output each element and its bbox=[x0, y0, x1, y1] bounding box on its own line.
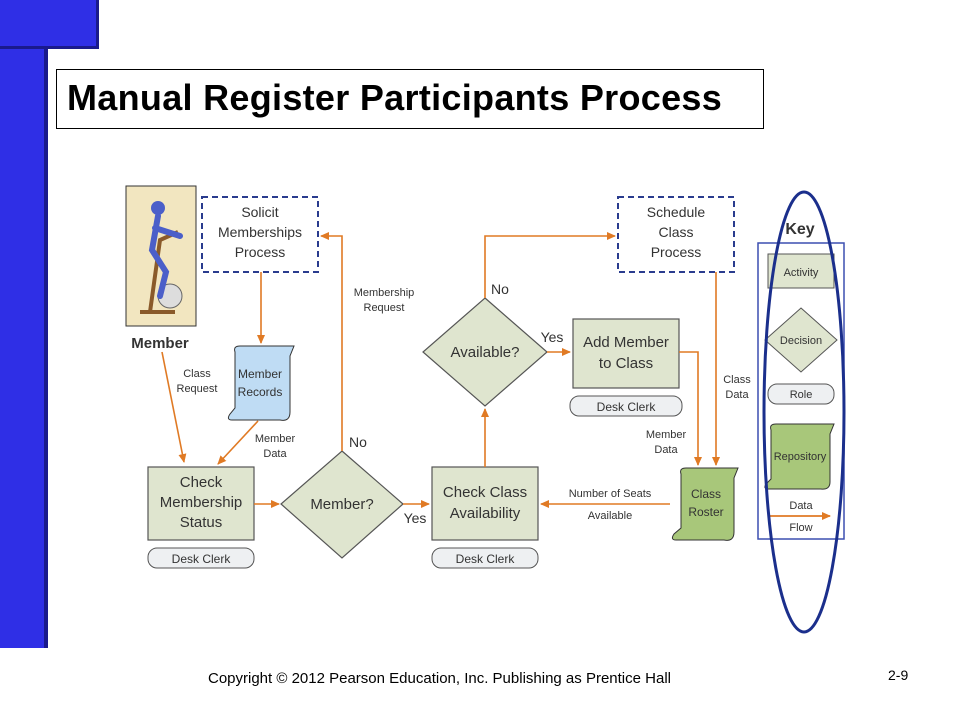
desk-clerk-role-badge bbox=[569, 395, 683, 417]
flow-available-no bbox=[484, 232, 616, 298]
schedule-class-process: Schedule Class Process bbox=[617, 196, 735, 273]
svg-text:Check: Check bbox=[180, 474, 223, 491]
check-class-availability-activity: Check Class Availability Desk Clerk bbox=[431, 466, 539, 569]
svg-text:Add Member: Add Member bbox=[583, 334, 669, 351]
member-records-repository: Member Records bbox=[227, 345, 295, 421]
svg-text:Yes: Yes bbox=[404, 510, 427, 526]
svg-text:Member: Member bbox=[238, 367, 282, 381]
svg-text:Roster: Roster bbox=[688, 505, 723, 519]
svg-text:Repository: Repository bbox=[774, 451, 827, 463]
legend-activity bbox=[767, 253, 835, 289]
svg-text:Data: Data bbox=[654, 444, 678, 456]
svg-text:No: No bbox=[491, 281, 509, 297]
svg-text:Member?: Member? bbox=[310, 496, 373, 513]
page-title: Manual Register Participants Process bbox=[67, 77, 723, 118]
member-decision: Member? bbox=[280, 450, 404, 559]
svg-text:Activity: Activity bbox=[784, 267, 819, 279]
solicit-memberships-process: Solicit Memberships Process bbox=[201, 196, 319, 273]
svg-text:No: No bbox=[349, 434, 367, 450]
svg-text:Membership: Membership bbox=[354, 287, 415, 299]
svg-text:Data: Data bbox=[725, 389, 749, 401]
legend-decision bbox=[764, 307, 838, 373]
svg-text:Key: Key bbox=[785, 221, 814, 238]
title-box: Manual Register Participants Process bbox=[56, 69, 764, 129]
svg-text:Status: Status bbox=[180, 514, 223, 531]
svg-text:Desk Clerk: Desk Clerk bbox=[172, 552, 232, 566]
svg-text:Records: Records bbox=[238, 385, 283, 399]
flow-member-data-to-roster bbox=[679, 351, 702, 466]
svg-text:Solicit: Solicit bbox=[241, 204, 278, 220]
svg-text:Check Class: Check Class bbox=[443, 484, 527, 501]
svg-text:Available?: Available? bbox=[451, 344, 520, 361]
svg-text:Member: Member bbox=[646, 429, 687, 441]
svg-text:Request: Request bbox=[177, 383, 218, 395]
svg-text:Desk Clerk: Desk Clerk bbox=[456, 552, 516, 566]
svg-text:Member: Member bbox=[255, 433, 296, 445]
svg-text:Schedule: Schedule bbox=[647, 204, 706, 220]
slide-accent-bar-horizontal bbox=[0, 0, 99, 49]
svg-text:Flow: Flow bbox=[789, 522, 812, 534]
legend-key: Key Activity Decision Role Repository Da… bbox=[757, 190, 846, 634]
member-role: Member bbox=[125, 185, 197, 352]
svg-text:Role: Role bbox=[790, 389, 813, 401]
svg-text:Data: Data bbox=[789, 500, 813, 512]
legend-role bbox=[767, 383, 835, 405]
flow-member-data bbox=[217, 420, 259, 465]
svg-text:Memberships: Memberships bbox=[218, 224, 302, 240]
svg-text:Availability: Availability bbox=[450, 505, 521, 522]
desk-clerk-role-badge bbox=[147, 547, 255, 569]
copyright-footer: Copyright © 2012 Pearson Education, Inc.… bbox=[208, 670, 671, 687]
svg-text:Desk Clerk: Desk Clerk bbox=[597, 400, 657, 414]
check-membership-status-activity: Check Membership Status Desk Clerk bbox=[147, 466, 255, 569]
svg-text:Process: Process bbox=[235, 244, 286, 260]
svg-text:to Class: to Class bbox=[599, 355, 653, 372]
svg-text:Process: Process bbox=[651, 244, 702, 260]
svg-text:Available: Available bbox=[588, 510, 632, 522]
svg-text:Class: Class bbox=[723, 374, 751, 386]
slide-accent-bar-vertical bbox=[0, 0, 48, 648]
svg-text:Data: Data bbox=[263, 448, 287, 460]
page-number: 2-9 bbox=[888, 667, 909, 683]
svg-text:Class: Class bbox=[658, 224, 693, 240]
member-label: Member bbox=[131, 335, 189, 352]
key-highlight-ellipse bbox=[762, 190, 846, 634]
svg-text:Yes: Yes bbox=[541, 329, 564, 345]
data-flows: Class Request Member Data Membership Req… bbox=[161, 232, 751, 526]
svg-text:Number of Seats: Number of Seats bbox=[569, 488, 652, 500]
svg-text:Request: Request bbox=[364, 302, 405, 314]
desk-clerk-role-badge bbox=[431, 547, 539, 569]
class-roster-repository: Class Roster bbox=[671, 467, 739, 541]
svg-text:Class: Class bbox=[183, 368, 211, 380]
flow-class-request bbox=[161, 351, 187, 463]
svg-text:Decision: Decision bbox=[780, 335, 822, 347]
available-decision: Available? bbox=[422, 297, 548, 407]
svg-text:Membership: Membership bbox=[160, 494, 243, 511]
add-member-to-class-activity: Add Member to Class Desk Clerk bbox=[569, 318, 683, 417]
exercise-bike-icon bbox=[140, 201, 183, 314]
svg-text:Class: Class bbox=[691, 487, 721, 501]
flow-membership-request bbox=[320, 232, 343, 451]
